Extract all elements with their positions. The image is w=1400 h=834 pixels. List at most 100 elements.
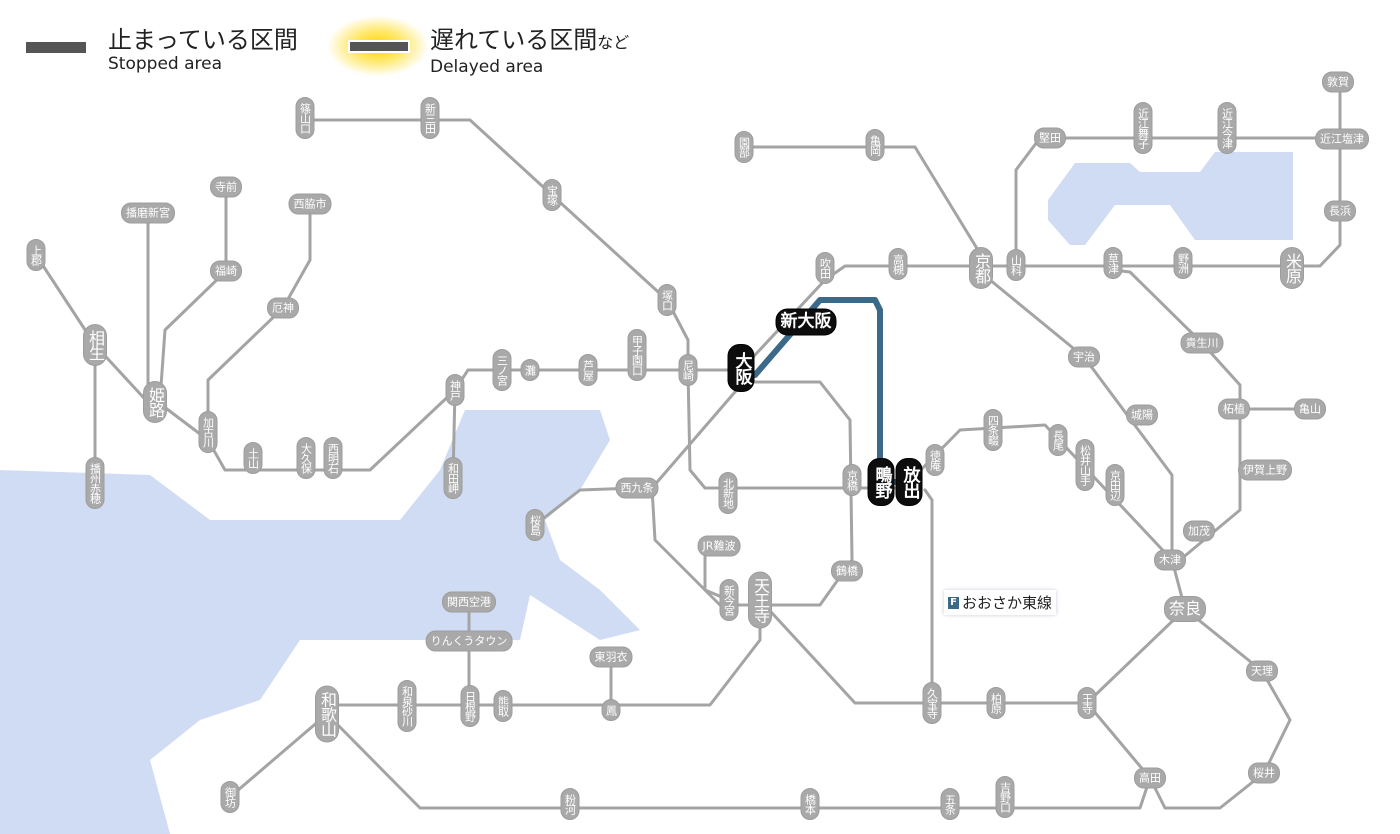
osaka-bay (0, 410, 640, 834)
station-24[interactable]: 吹田 (815, 252, 835, 284)
station-65[interactable]: 西九条 (615, 477, 659, 499)
station-13[interactable]: 土山 (243, 442, 263, 474)
station-70[interactable]: 鶴橋 (831, 560, 863, 582)
rail-line-9 (1014, 136, 1344, 267)
station-66[interactable]: 桜島 (525, 509, 545, 541)
legend-stopped-en: Stopped area (108, 54, 223, 74)
legend-delayed-jp: 遅れている区間 (430, 26, 598, 54)
station-33[interactable]: 敦賀 (1322, 71, 1354, 93)
station-12[interactable]: 大久保 (296, 437, 316, 479)
station-63[interactable]: 大阪 (727, 344, 755, 392)
station-31[interactable]: 長浜 (1324, 200, 1356, 222)
station-74[interactable]: 熊取 (493, 690, 513, 722)
station-5[interactable]: 甲子園口 (627, 329, 647, 381)
station-44[interactable]: 伊賀上野 (1238, 459, 1292, 481)
station-17[interactable]: 寺前 (210, 176, 242, 198)
station-6[interactable]: 芦屋 (578, 354, 598, 386)
station-0[interactable]: 篠山口 (295, 97, 315, 139)
rail-line-19 (228, 712, 329, 799)
station-48[interactable]: 天理 (1246, 660, 1278, 682)
station-53[interactable]: 久宝寺 (922, 682, 942, 724)
legend-delayed-en: Delayed area (430, 57, 544, 77)
station-69[interactable]: 天王寺 (748, 571, 772, 629)
station-30[interactable]: 米原 (1280, 247, 1304, 289)
station-23[interactable]: 播州赤穂 (85, 457, 105, 509)
station-52[interactable]: 柏原 (986, 687, 1006, 719)
station-38[interactable]: 亀岡 (865, 129, 885, 161)
station-20[interactable]: 上郡 (26, 239, 46, 271)
legend-stopped-jp: 止まっている区間 (108, 26, 298, 54)
station-25[interactable]: 高槻 (888, 248, 908, 280)
line-label-osaka-higashi[interactable]: F おおさか東線 (944, 590, 1057, 615)
station-34[interactable]: 近江今津 (1217, 102, 1237, 154)
station-41[interactable]: 貴生川 (1180, 332, 1224, 354)
station-7[interactable]: 灘 (520, 359, 540, 381)
station-3[interactable]: 塚口 (657, 284, 677, 316)
station-77[interactable]: 鳳 (601, 699, 621, 721)
station-28[interactable]: 草津 (1103, 247, 1123, 279)
station-45[interactable]: 加茂 (1183, 520, 1215, 542)
station-18[interactable]: 福崎 (210, 260, 242, 282)
station-78[interactable]: 和歌山 (315, 685, 339, 743)
station-59[interactable]: 放出 (895, 458, 923, 506)
station-76[interactable]: 東羽衣 (589, 646, 633, 668)
station-49[interactable]: 桜井 (1248, 762, 1280, 784)
station-2[interactable]: 宝塚 (542, 179, 562, 211)
station-58[interactable]: 徳庵 (925, 444, 945, 476)
station-32[interactable]: 近江塩津 (1315, 128, 1369, 150)
station-68[interactable]: 新今宮 (719, 579, 739, 621)
station-27[interactable]: 山科 (1006, 249, 1026, 281)
rail-line-12 (1111, 268, 1242, 562)
station-54[interactable]: 京田辺 (1105, 464, 1125, 506)
station-57[interactable]: 四条畷 (983, 409, 1003, 451)
station-29[interactable]: 野洲 (1173, 247, 1193, 279)
station-42[interactable]: 柘植 (1218, 398, 1250, 420)
station-83[interactable]: 吉野口 (995, 776, 1015, 818)
station-46[interactable]: 木津 (1154, 549, 1186, 571)
station-62[interactable]: 北新地 (718, 472, 738, 514)
station-82[interactable]: 五条 (940, 788, 960, 820)
station-67[interactable]: JR難波 (697, 535, 741, 557)
station-79[interactable]: 御坊 (220, 781, 240, 813)
station-47[interactable]: 奈良 (1163, 596, 1207, 622)
station-80[interactable]: 粉河 (560, 788, 580, 820)
line-name: おおさか東線 (962, 594, 1053, 612)
rail-line-15 (1085, 607, 1187, 780)
station-37[interactable]: 園部 (734, 131, 754, 163)
station-72[interactable]: りんくうタウン (425, 630, 513, 652)
station-60[interactable]: 鴫野 (867, 458, 895, 506)
station-19[interactable]: 播磨新宮 (121, 202, 175, 224)
station-56[interactable]: 長尾 (1048, 424, 1068, 456)
station-61[interactable]: 京橋 (842, 464, 862, 496)
rail-line-26 (923, 488, 934, 705)
rail-line-24 (686, 368, 911, 490)
station-73[interactable]: 日根野 (460, 685, 480, 727)
legend-stopped: 止まっている区間 Stopped area (26, 26, 298, 74)
line-badge: F (948, 596, 959, 609)
station-71[interactable]: 関西空港 (442, 591, 496, 613)
station-81[interactable]: 橋本 (800, 788, 820, 820)
station-14[interactable]: 加古川 (198, 411, 218, 453)
station-10[interactable]: 和田岬 (443, 457, 463, 499)
station-75[interactable]: 和泉砂川 (397, 680, 417, 732)
station-21[interactable]: 相生 (83, 324, 107, 366)
station-11[interactable]: 西明石 (323, 437, 343, 479)
station-8[interactable]: 三ノ宮 (492, 349, 512, 391)
station-16[interactable]: 西脇市 (288, 193, 332, 215)
station-55[interactable]: 松井山手 (1075, 439, 1095, 491)
station-4[interactable]: 尼崎 (678, 354, 698, 386)
station-43[interactable]: 亀山 (1294, 398, 1326, 420)
station-36[interactable]: 堅田 (1034, 127, 1066, 149)
station-9[interactable]: 神戸 (445, 374, 465, 406)
station-51[interactable]: 王寺 (1077, 687, 1097, 719)
station-39[interactable]: 宇治 (1068, 346, 1100, 368)
station-64[interactable]: 新大阪 (775, 308, 837, 336)
station-1[interactable]: 新三田 (420, 97, 440, 139)
rail-line-0 (303, 118, 690, 372)
station-15[interactable]: 厄神 (267, 297, 299, 319)
station-50[interactable]: 高田 (1134, 767, 1166, 789)
station-26[interactable]: 京都 (969, 247, 993, 289)
station-35[interactable]: 近江舞子 (1133, 102, 1153, 154)
station-22[interactable]: 姫路 (143, 381, 167, 423)
station-40[interactable]: 城陽 (1126, 404, 1158, 426)
